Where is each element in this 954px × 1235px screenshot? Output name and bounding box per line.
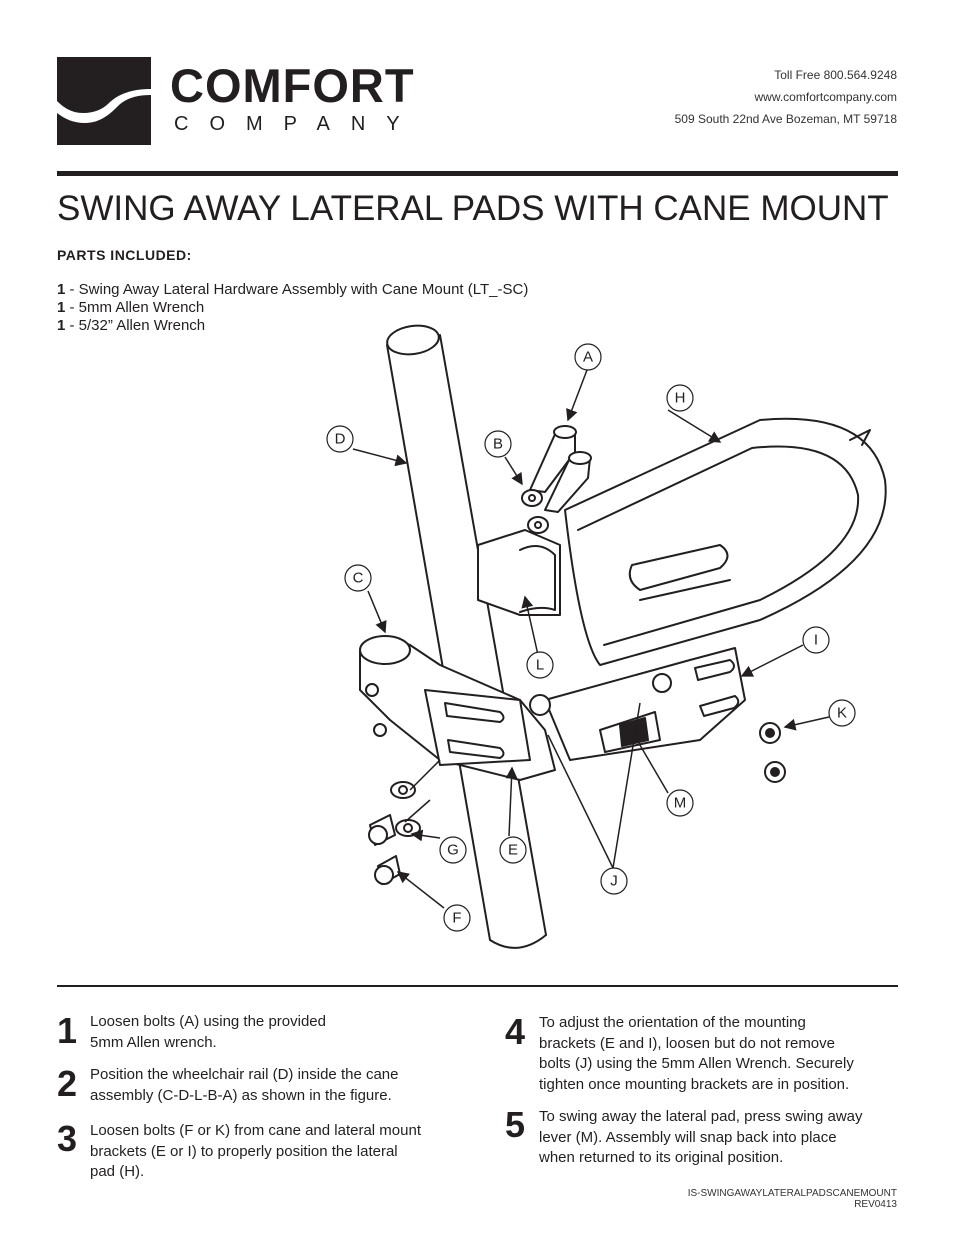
callout-i: I (814, 632, 818, 649)
step-line: Loosen bolts (A) using the provided (90, 1013, 326, 1030)
part-qty: 1 (57, 281, 66, 298)
revision-code: REV0413 (854, 1199, 897, 1210)
company-address: 509 South 22nd Ave Bozeman, MT 59718 (674, 112, 897, 126)
callout-m: M (674, 795, 687, 812)
steps-divider (57, 985, 898, 987)
step-line: bolts (J) using the 5mm Allen Wrench. Se… (539, 1055, 854, 1072)
part-description: - 5/32” Allen Wrench (65, 317, 206, 334)
upper-clamp-l (477, 529, 561, 616)
callout-d: D (335, 431, 346, 448)
company-logo-icon (57, 57, 151, 145)
callout-a: A (583, 349, 593, 366)
mounting-bracket-e (424, 689, 531, 766)
callout-e: E (508, 842, 518, 859)
mounting-bracket-i (529, 647, 746, 761)
parts-list-item: 1 - Swing Away Lateral Hardware Assembly… (57, 282, 528, 297)
step-3-text: Loosen bolts (F or K) from cane and late… (90, 1121, 421, 1183)
step-line: when returned to its original position. (539, 1149, 784, 1166)
step-line: Position the wheelchair rail (D) inside … (90, 1066, 399, 1083)
step-line: lever (M). Assembly will snap back into … (539, 1128, 837, 1146)
brand-subname: COMPANY (174, 113, 421, 135)
callout-j: J (610, 873, 618, 890)
toll-free-number: Toll Free 800.564.9248 (774, 68, 897, 82)
part-description: - 5mm Allen Wrench (65, 299, 205, 316)
step-line: To adjust the orientation of the mountin… (539, 1014, 806, 1031)
step-1-text: Loosen bolts (A) using the provided 5mm … (90, 1012, 326, 1053)
header-divider (57, 171, 898, 176)
step-line: tighten once mounting brackets are in po… (539, 1075, 850, 1093)
step-line: To swing away the lateral pad, press swi… (539, 1108, 863, 1125)
assembly-diagram: A H B D C L I K M G E J F (326, 324, 887, 949)
step-2-text: Position the wheelchair rail (D) inside … (90, 1065, 399, 1106)
step-2-number: 2 (57, 1063, 78, 1104)
step-3-number: 3 (57, 1118, 78, 1159)
callout-l: L (536, 657, 544, 674)
wheelchair-rail-d (386, 324, 547, 949)
step-line: brackets (E or I) to properly position t… (90, 1142, 398, 1160)
callout-b: B (493, 436, 503, 453)
bolts-a (521, 425, 592, 534)
step-4-number: 4 (505, 1011, 526, 1052)
step-line: assembly (C-D-L-B-A) as shown in the fig… (90, 1086, 392, 1104)
callout-g: G (447, 842, 459, 859)
step-1-number: 1 (57, 1010, 78, 1051)
callout-c: C (353, 570, 364, 587)
part-description: - Swing Away Lateral Hardware Assembly w… (65, 281, 529, 298)
step-line: 5mm Allen wrench. (90, 1033, 217, 1051)
callout-labels (326, 343, 856, 932)
part-qty: 1 (57, 299, 66, 316)
lateral-pad-h (564, 417, 887, 666)
parts-heading: PARTS INCLUDED: (57, 247, 192, 263)
bolts-k (759, 722, 786, 783)
document-id: IS-SWINGAWAYLATERALPADSCANEMOUNT (687, 1188, 897, 1199)
step-5-text: To swing away the lateral pad, press swi… (539, 1107, 863, 1169)
page-title: SWING AWAY LATERAL PADS WITH CANE MOUNT (57, 189, 889, 228)
callout-k: K (837, 705, 847, 722)
step-line: Loosen bolts (F or K) from cane and late… (90, 1122, 421, 1139)
bolts-f (368, 781, 421, 885)
step-line: brackets (E and I), loosen but do not re… (539, 1034, 835, 1052)
website-link[interactable]: www.comfortcompany.com (754, 90, 897, 104)
brand-name: COMFORT (170, 59, 415, 112)
step-5-number: 5 (505, 1104, 526, 1145)
callout-h: H (675, 390, 686, 407)
part-qty: 1 (57, 317, 66, 334)
parts-list-item: 1 - 5mm Allen Wrench (57, 300, 204, 315)
step-4-text: To adjust the orientation of the mountin… (539, 1013, 854, 1095)
parts-list-item: 1 - 5/32” Allen Wrench (57, 318, 205, 333)
callout-f: F (452, 910, 461, 927)
step-line: pad (H). (90, 1163, 145, 1180)
